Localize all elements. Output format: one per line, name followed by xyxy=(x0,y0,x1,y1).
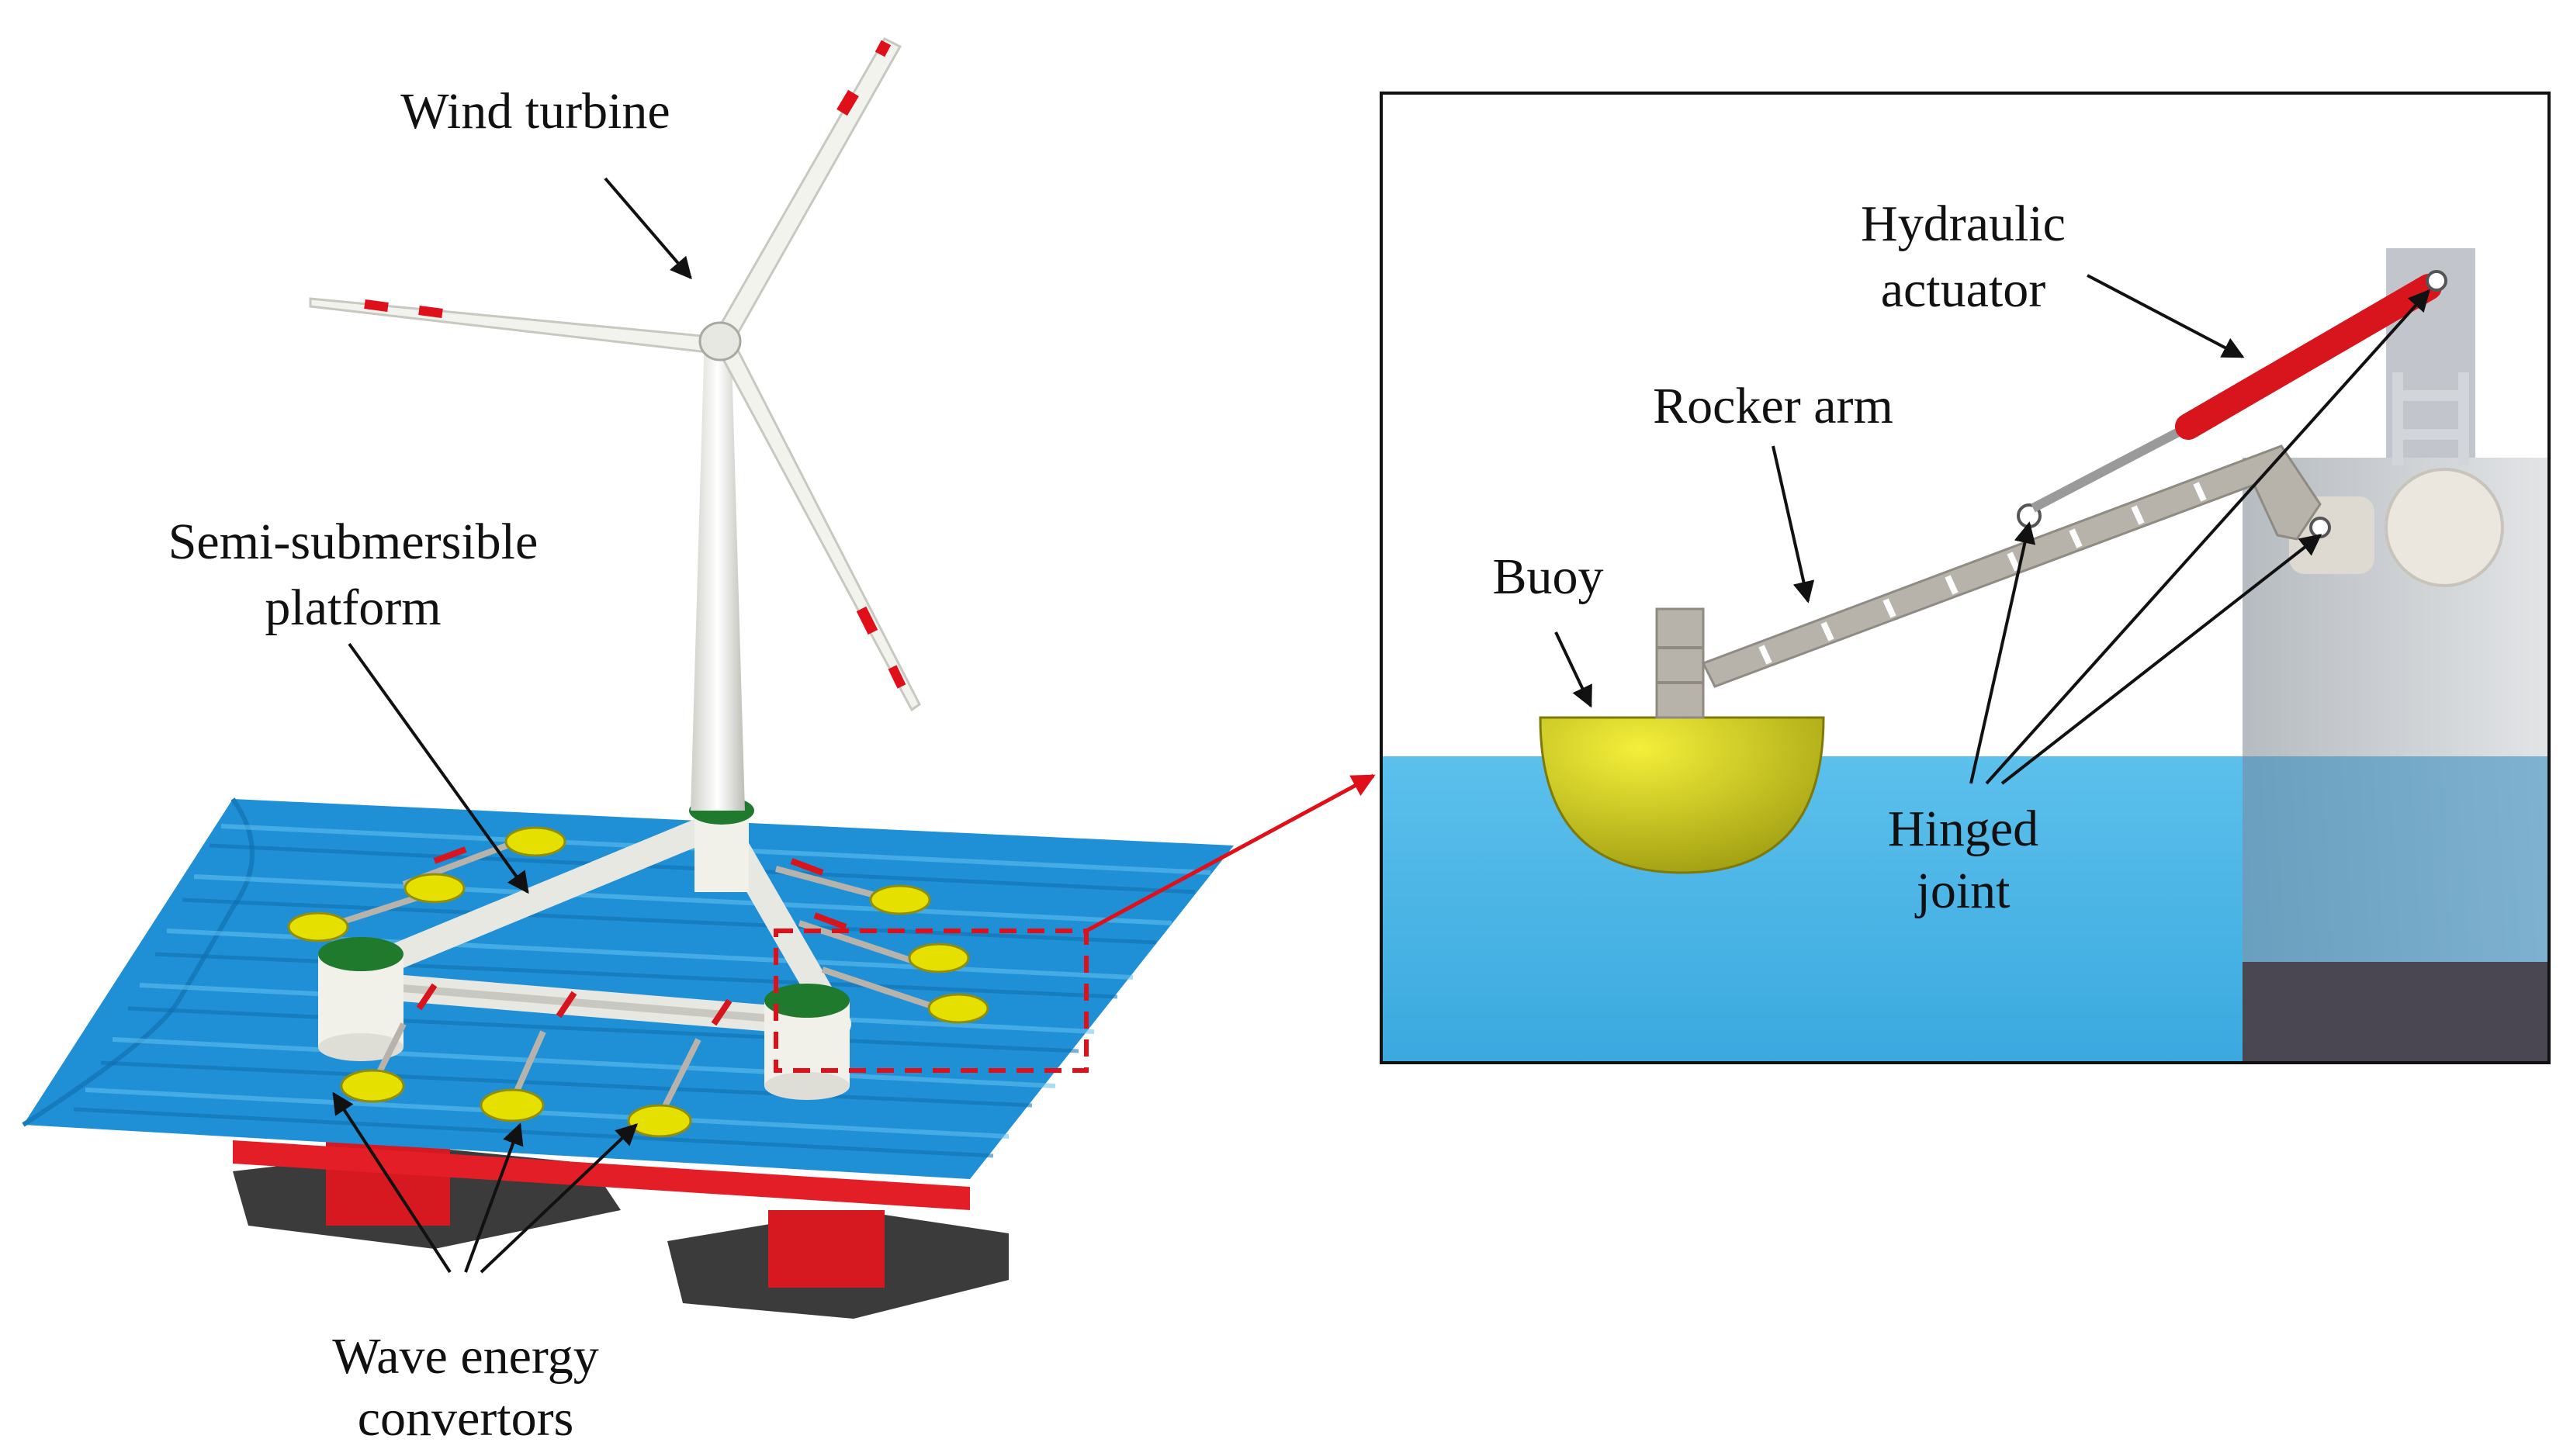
label-wave-energy-line2: convertors xyxy=(358,1390,574,1447)
label-semi-submersible-line1: Semi-submersible xyxy=(168,514,539,570)
callout-arrow xyxy=(1085,773,1376,933)
label-rocker-arm: Rocker arm xyxy=(1653,378,1893,434)
left-annotation-arrows xyxy=(332,177,692,1274)
label-hydraulic-line1: Hydraulic xyxy=(1861,195,2066,252)
rocker-arm-detail xyxy=(1701,444,2331,688)
platform-wall xyxy=(2243,248,2549,1063)
label-buoy: Buoy xyxy=(1492,548,1603,605)
label-hydraulic-line2: actuator xyxy=(1881,261,2046,318)
label-semi-submersible-line2: platform xyxy=(265,579,441,636)
hydraulic-actuator-detail xyxy=(2031,270,2447,513)
detail-panel xyxy=(1380,92,2551,1064)
label-wind-turbine: Wind turbine xyxy=(400,83,670,140)
wave-energy-convertors xyxy=(287,826,989,1138)
sea-surface xyxy=(22,797,1234,1179)
right-annotation-arrows xyxy=(1554,274,2430,785)
detail-callout-box xyxy=(774,929,1089,1073)
buoy-detail xyxy=(1539,607,1825,874)
platform-illustration xyxy=(22,37,1376,1319)
label-wave-energy-line1: Wave energy xyxy=(332,1328,598,1385)
pontoon-group xyxy=(233,1140,1009,1319)
label-hinged-line2: joint xyxy=(1914,863,2010,919)
wind-turbine-illustration xyxy=(309,37,921,811)
label-hinged-line1: Hinged xyxy=(1888,801,2038,857)
